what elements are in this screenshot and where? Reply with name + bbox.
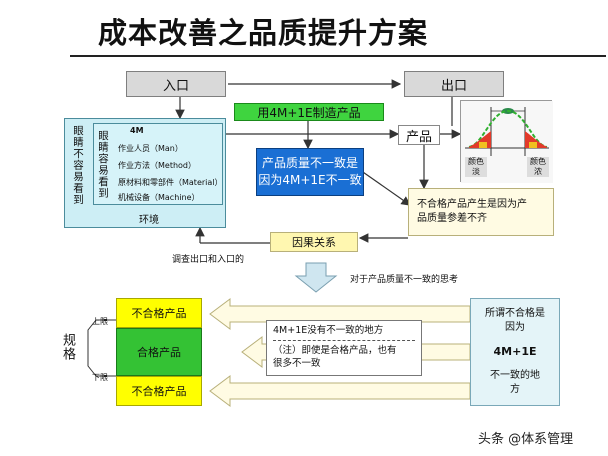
consistency-note-line3: 很多不一致 bbox=[273, 358, 321, 369]
fourm-title: 4M bbox=[130, 126, 144, 135]
fourm-item-material: 原材料和零部件（Material） bbox=[118, 178, 223, 187]
fourm-item-method: 作业方法（Method） bbox=[118, 161, 197, 170]
defect-definition-line3: 4M+1E bbox=[493, 345, 537, 358]
inconsistency-line1: 产品质量不一致是 bbox=[261, 156, 358, 170]
thinking-label: 对于产品质量不一致的思考 bbox=[350, 275, 459, 285]
lower-limit-label: 下限 bbox=[92, 373, 108, 382]
fourm-environment-panel: 眼睛不容易看到 眼睛容易看到 4M 作业人员（Man） 作业方法（Method）… bbox=[64, 118, 226, 228]
cause-effect-box: 因果关系 bbox=[270, 232, 358, 252]
defect-cause-box: 不合格产品产生是因为产 品质量参差不齐 bbox=[408, 188, 554, 236]
watermark: 头条 @体系管理 bbox=[478, 432, 574, 447]
consistency-note-line2: （注）即使是合格产品，也有 bbox=[273, 345, 397, 356]
nonconforming-bottom-box: 不合格产品 bbox=[116, 376, 202, 406]
defect-cause-line1: 不合格产品产生是因为产 bbox=[417, 199, 527, 210]
distribution-chart: 颜色淡 颜色浓 bbox=[460, 100, 553, 183]
nonconforming-top-box: 不合格产品 bbox=[116, 298, 202, 328]
fourm-inner-panel: 眼睛容易看到 4M 作业人员（Man） 作业方法（Method） 原材料和零部件… bbox=[93, 123, 223, 205]
upper-limit-label: 上限 bbox=[92, 317, 108, 326]
process-box: 用4M+1E制造产品 bbox=[234, 103, 384, 121]
input-box: 入口 bbox=[126, 71, 226, 97]
inconsistency-line2: 因为4M+1E不一致 bbox=[258, 173, 362, 187]
fourm-item-man: 作业人员（Man） bbox=[118, 144, 183, 153]
color-light-label: 颜色淡 bbox=[465, 157, 487, 177]
fourm-item-machine: 机械设备（Machine） bbox=[118, 193, 200, 202]
environment-label: 环境 bbox=[139, 215, 159, 226]
color-dark-label: 颜色浓 bbox=[527, 157, 549, 177]
defect-definition-box: 所谓不合格是 因为 4M+1E 不一致的地 方 bbox=[470, 298, 560, 406]
inconsistency-box: 产品质量不一致是 因为4M+1E不一致 bbox=[256, 148, 364, 196]
defect-definition-line5: 方 bbox=[510, 384, 520, 395]
title-underline bbox=[70, 55, 606, 57]
eyes-visible-label: 眼睛容易看到 bbox=[97, 130, 109, 199]
eyes-hidden-label: 眼睛不容易看到 bbox=[72, 125, 84, 206]
conforming-box: 合格产品 bbox=[116, 328, 202, 376]
product-box: 产品 bbox=[398, 125, 440, 145]
defect-definition-line4: 不一致的地 bbox=[490, 370, 540, 381]
consistency-note-box: 4M+1E没有不一致的地方 （注）即使是合格产品，也有 很多不一致 bbox=[266, 320, 422, 376]
page-title: 成本改善之品质提升方案 bbox=[98, 16, 429, 50]
spec-label: 规格 bbox=[60, 333, 75, 361]
defect-definition-line1: 所谓不合格是 bbox=[485, 308, 545, 319]
consistency-note-line1: 4M+1E没有不一致的地方 bbox=[273, 324, 415, 341]
defect-cause-line2: 品质量参差不齐 bbox=[417, 213, 487, 224]
output-box: 出口 bbox=[404, 71, 504, 97]
defect-definition-line2: 因为 bbox=[505, 322, 525, 333]
investigate-label: 调查出口和入口的 bbox=[172, 255, 245, 265]
